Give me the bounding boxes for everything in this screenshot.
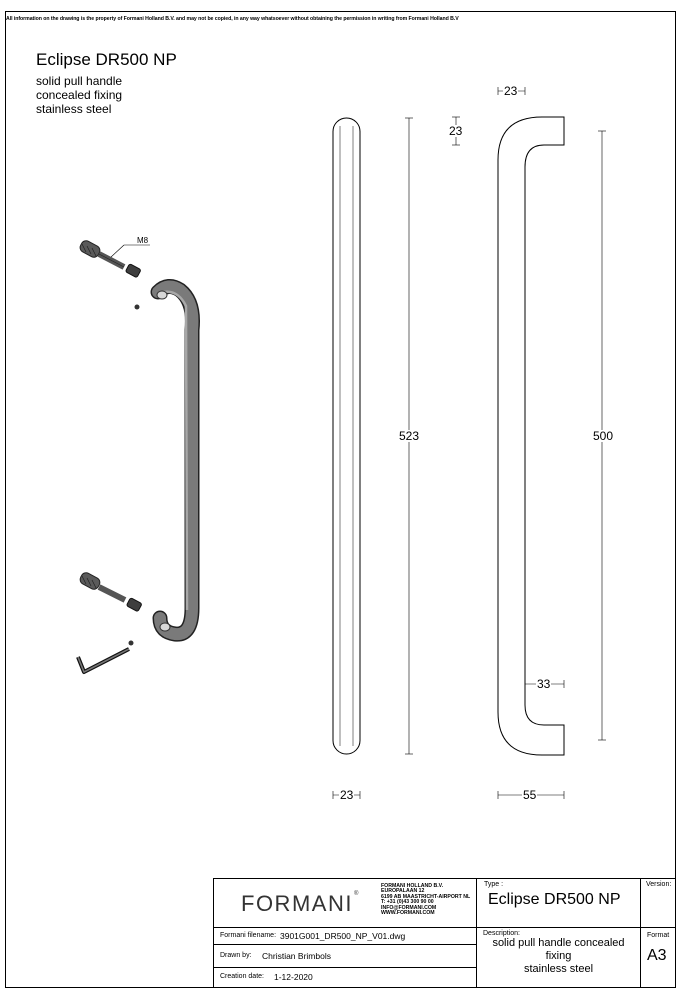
date-label: Creation date: [220,973,264,980]
dim-front-width: 23 [339,788,355,802]
address-line: WWW.FORMANI.COM [381,910,435,917]
handle-perspective [150,279,200,642]
description-line-2: fixing [545,950,572,962]
m8-callout: M8 [110,236,150,258]
registered-mark: ® [353,891,360,897]
upper-screw [79,240,141,310]
company-address: FORMANI HOLLAND B.V. EUROPALAAN 12 6199 … [381,883,471,917]
description-label: Description: [483,930,520,937]
address-line: FORMANI HOLLAND B.V. [381,883,444,889]
address-line: INFO@FORMANI.COM [381,904,437,911]
logo-text: FORMANI [241,891,353,916]
front-view [332,117,413,799]
dim-side-tube: 23 [448,124,464,138]
product-line-2: concealed fixing [36,88,123,102]
type-value: Eclipse DR500 NP [488,891,621,908]
lower-screw [79,572,142,646]
version-label: Version: [646,881,672,888]
product-line-3: stainless steel [36,102,112,116]
address-line: 6199 AB MAASTRICHT-AIRPORT NL [381,893,471,900]
format-value: A3 [647,947,667,964]
description-line-3: stainless steel [523,963,594,975]
filename-value: 3901G001_DR500_NP_V01.dwg [280,931,406,941]
filename-label: Formani filename: [220,932,277,939]
dim-side-top-width: 23 [503,84,519,98]
date-value: 1-12-2020 [274,972,313,982]
format-cell [640,927,676,988]
address-line: EUROPALAAN 12 [381,888,425,895]
type-label: Type : [484,881,504,888]
drawn-value: Christian Brimbols [262,951,331,961]
dim-side-depth: 55 [522,788,538,802]
drawn-cell [213,944,477,968]
product-line-1: solid pull handle [36,74,123,88]
exploded-view: M8 [76,236,200,674]
dim-side-centers: 500 [592,429,615,443]
drawn-label: Drawn by: [220,952,252,959]
allen-key [76,647,130,674]
address-line: T: +31 (0)43 300 90 00 [381,899,434,906]
copyright-notice: All information on the drawing is the pr… [6,16,459,22]
product-title: Eclipse DR500 NP [36,50,177,69]
dim-front-length: 523 [398,429,421,443]
description-line-1: solid pull handle concealed [492,937,625,949]
m8-label: M8 [137,236,149,245]
side-view [452,87,606,799]
dim-side-inner: 33 [536,677,552,691]
format-label: Format [647,932,670,939]
formani-logo: FORMANI® [241,891,360,917]
